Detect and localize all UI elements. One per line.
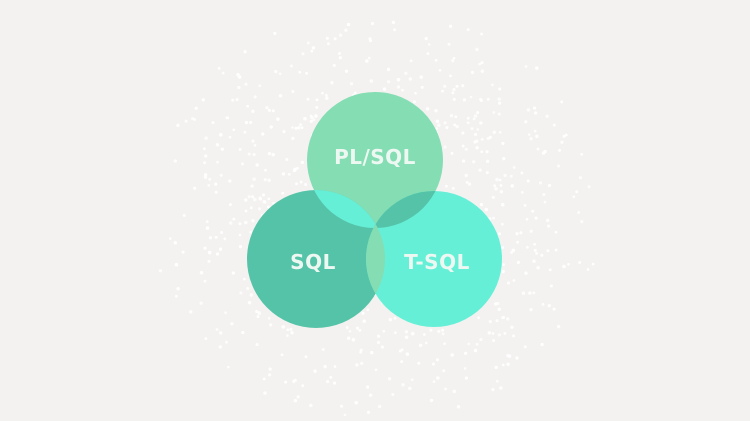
circle-sql (247, 190, 385, 328)
label-plsql: PL/SQL (334, 145, 416, 169)
label-sql: SQL (290, 250, 336, 274)
label-tsql: T-SQL (404, 250, 470, 274)
circle-plsql (307, 92, 443, 228)
circle-tsql (366, 191, 502, 327)
